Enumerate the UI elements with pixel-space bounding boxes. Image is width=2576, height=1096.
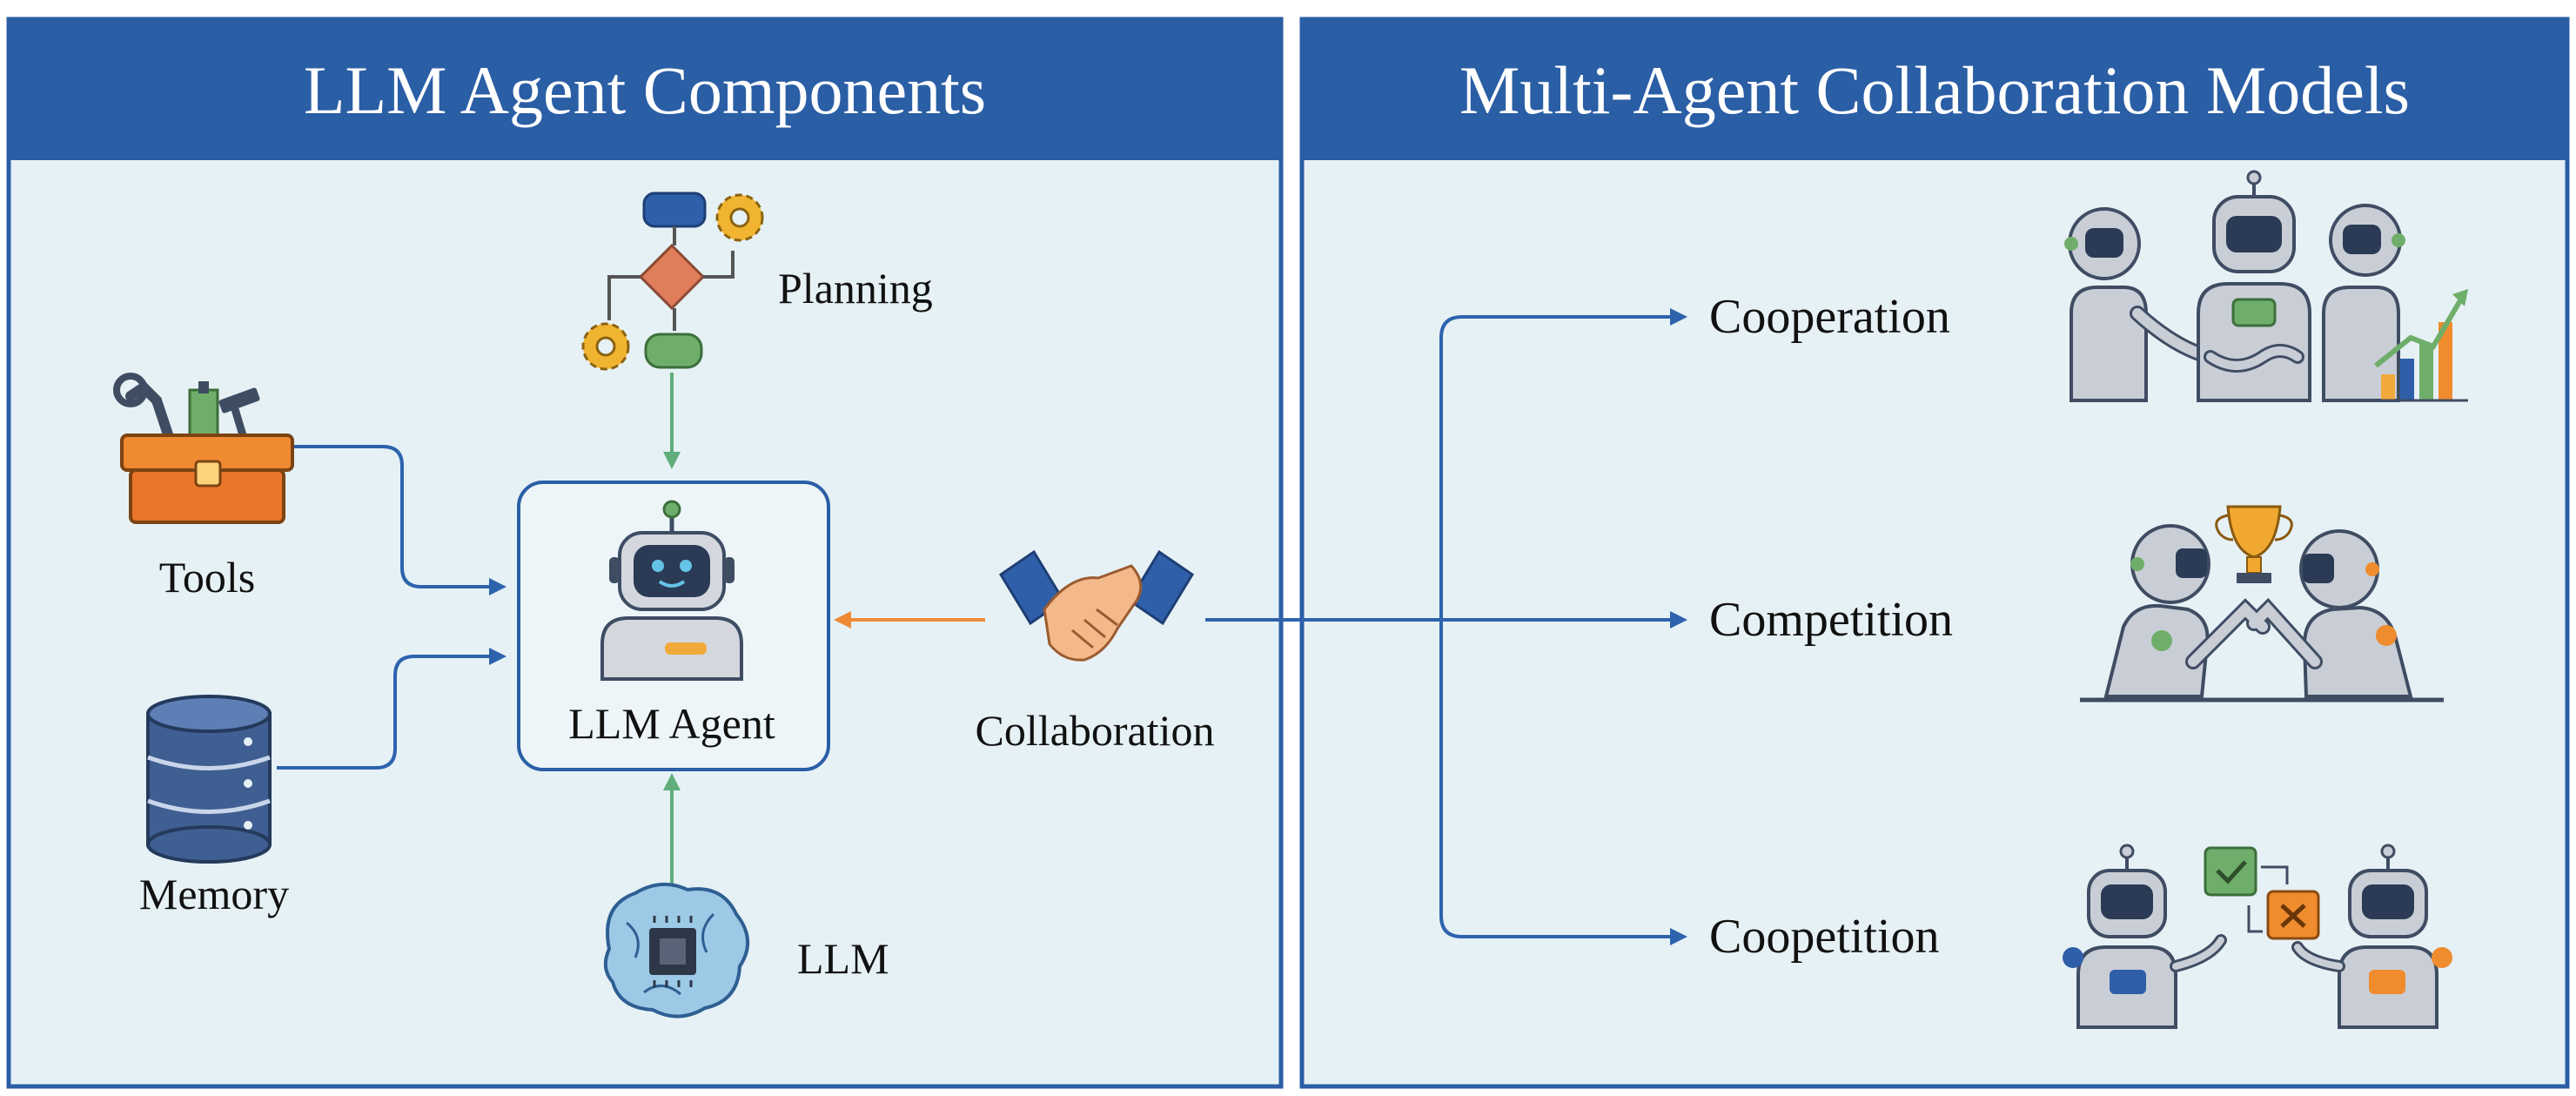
handshake-icon <box>998 549 1195 662</box>
left-panel-header <box>9 19 1281 160</box>
llm-label: LLM <box>797 934 889 983</box>
planning-flowchart-icon <box>581 192 764 371</box>
left-panel-title: LLM Agent Components <box>304 52 986 128</box>
gear-icon <box>715 193 764 242</box>
gear-icon <box>581 322 630 371</box>
tools-to-agent-arrow <box>287 445 506 595</box>
toolbox-icon <box>113 373 294 524</box>
llm-agent-label: LLM Agent <box>568 699 775 748</box>
robot-icon <box>600 500 743 681</box>
database-icon <box>146 695 272 864</box>
planning-label: Planning <box>778 264 933 313</box>
coopetition-robots-illustration <box>2063 844 2452 1029</box>
tools-label: Tools <box>159 553 255 602</box>
branch-cooperation-arrow <box>1439 308 1687 620</box>
right-panel-header <box>1302 19 2567 160</box>
competition-robots-illustration <box>2080 505 2444 703</box>
coopetition-label: Coopetition <box>1709 910 1939 964</box>
cooperation-label: Cooperation <box>1709 290 1950 344</box>
competition-label: Competition <box>1709 593 1953 647</box>
memory-label: Memory <box>139 870 289 918</box>
right-panel-title: Multi-Agent Collaboration Models <box>1459 52 2410 128</box>
branch-coopetition-arrow <box>1439 620 1687 945</box>
memory-to-agent-arrow <box>277 648 506 770</box>
collaboration-label: Collaboration <box>976 706 1215 755</box>
cooperation-robots-illustration <box>2064 170 2468 402</box>
brain-chip-icon <box>603 882 750 1019</box>
